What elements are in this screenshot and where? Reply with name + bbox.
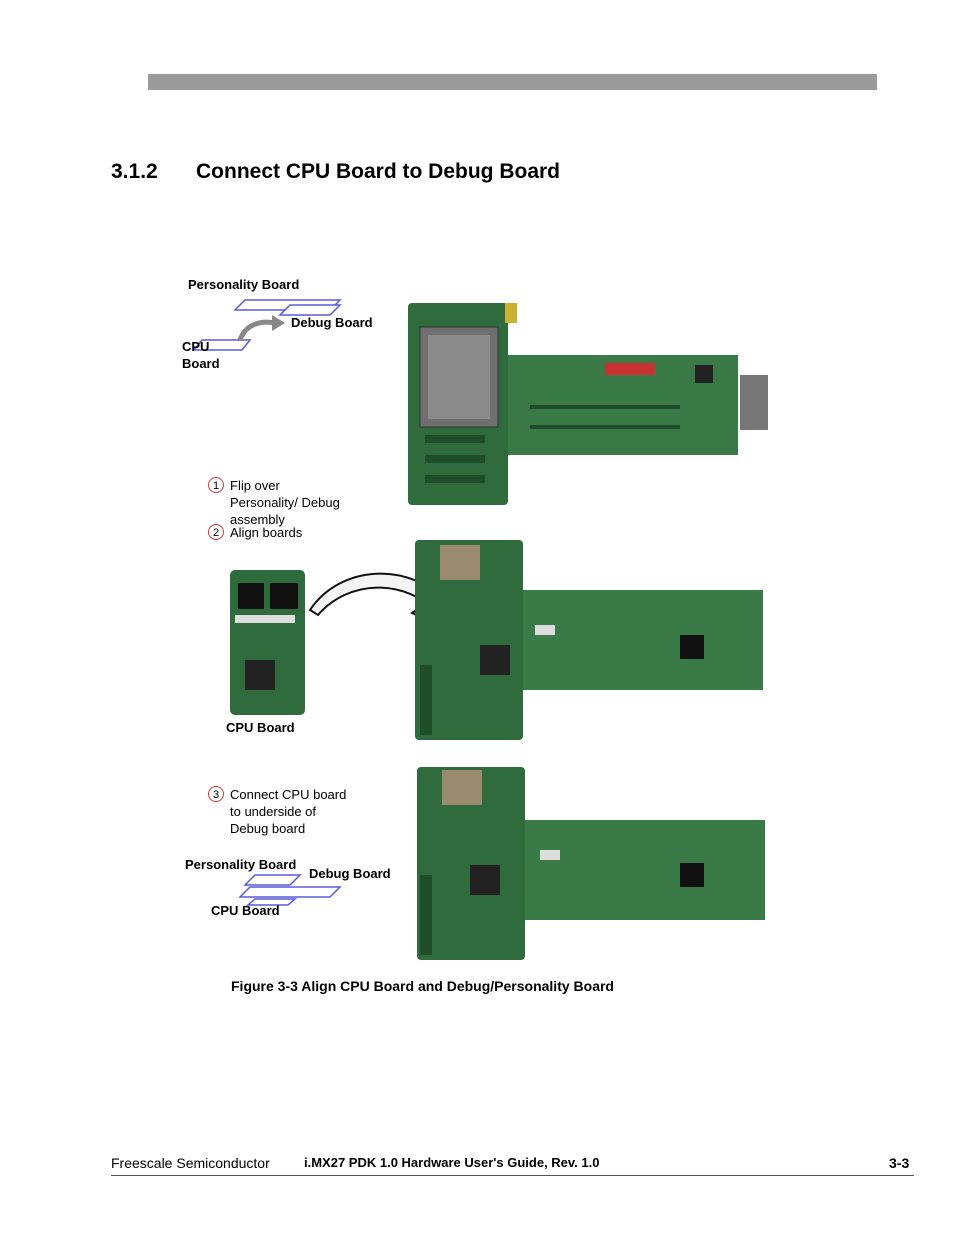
label-debug-board-top: Debug Board <box>291 315 373 330</box>
section-heading: 3.1.2 Connect CPU Board to Debug Board <box>111 160 560 184</box>
label-personality-board-top: Personality Board <box>188 277 300 292</box>
label-personality-board-bottom: Personality Board <box>185 857 297 872</box>
bottom-stack-diagram <box>238 874 342 906</box>
footer-document-title: i.MX27 PDK 1.0 Hardware User's Guide, Re… <box>304 1155 600 1170</box>
board-photo-top <box>408 303 768 505</box>
figure-illustration <box>192 299 768 960</box>
step-3-number: 3 <box>208 786 224 802</box>
step-2-text: Align boards <box>230 525 303 540</box>
footer-rule <box>111 1175 914 1176</box>
step-3-text: Connect CPU board to underside of Debug … <box>230 787 347 836</box>
header-bar <box>148 74 877 90</box>
label-debug-board-bottom: Debug Board <box>309 866 391 881</box>
section-number: 3.1.2 <box>111 160 158 183</box>
label-cpu-board-bottom: CPU Board <box>211 903 280 918</box>
footer-company: Freescale Semiconductor <box>111 1155 270 1171</box>
figure: Personality Board Debug Board CPU Board … <box>150 265 810 970</box>
step-2-number: 2 <box>208 524 224 540</box>
label-cpu-top: CPU <box>182 339 210 354</box>
board-photo-bottom <box>417 767 765 960</box>
label-board-top: Board <box>182 356 220 371</box>
step-1-number: 1 <box>208 477 224 493</box>
footer-page-number: 3-3 <box>889 1155 910 1171</box>
section-title: Connect CPU Board to Debug Board <box>196 160 561 183</box>
cpu-board-photo <box>230 570 305 715</box>
label-cpu-board: CPU Board <box>226 720 295 735</box>
top-stack-diagram <box>192 299 342 351</box>
step-1-text: Flip over Personality/ Debug assembly <box>230 478 340 527</box>
figure-caption: Figure 3-3 Align CPU Board and Debug/Per… <box>231 978 614 994</box>
board-photo-middle <box>415 540 763 740</box>
